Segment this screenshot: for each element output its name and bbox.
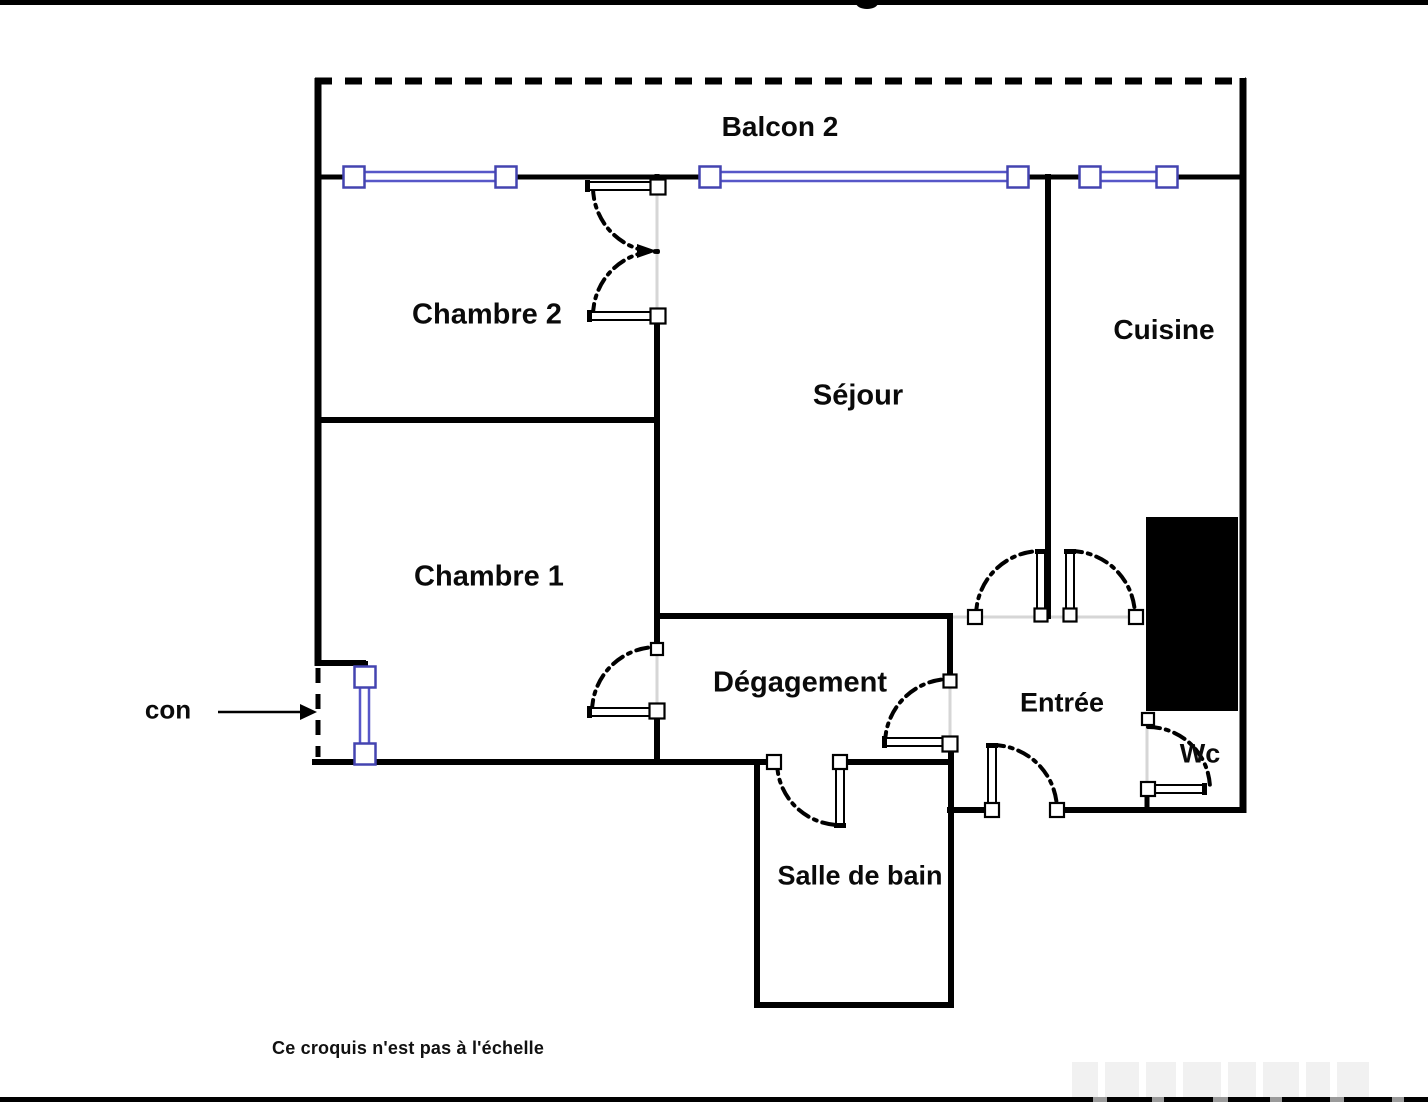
door-leaf-cap: [1064, 549, 1076, 554]
room-label-balcon-2: Balcon 2: [721, 111, 839, 142]
watermark-shape: [1105, 1062, 1139, 1097]
door-hinge-square: [1139, 780, 1157, 798]
door-swing-arc: [775, 760, 842, 827]
door-hinge-square: [1033, 607, 1049, 623]
window-handle-square: [353, 742, 377, 766]
window-handle-square: [698, 165, 722, 189]
watermark-shape: [1337, 1062, 1369, 1097]
window-handle-square: [1078, 165, 1102, 189]
window-handle-square: [1155, 165, 1179, 189]
watermark-shape: [1263, 1062, 1299, 1097]
door-hinge-square: [942, 673, 958, 689]
room-label-salle-de-bain: Salle de bain: [777, 860, 943, 891]
watermark-shape: [1306, 1062, 1330, 1097]
room-label-cuisine: Cuisine: [1113, 314, 1215, 345]
door-swing-arc: [974, 549, 1043, 618]
door-hinge-square: [1127, 608, 1145, 626]
not-to-scale-note: Ce croquis n'est pas à l'échelle: [272, 1038, 545, 1058]
bottom-black-bar: [0, 1097, 1428, 1102]
door-leaf-cap: [1202, 783, 1207, 795]
bar-notch: [1213, 1097, 1228, 1102]
door-hinge-square: [1062, 607, 1078, 623]
door-leaf-cap: [585, 180, 590, 192]
door-swing-arc: [883, 677, 952, 746]
closet-black-rect: [1146, 517, 1238, 711]
watermark-shape: [1183, 1062, 1221, 1097]
door-hinge-square: [983, 801, 1001, 819]
door-swing-arc: [990, 743, 1059, 812]
door-leaf-cap: [587, 706, 592, 718]
door-hinge-square: [649, 178, 667, 196]
window-handle-square: [342, 165, 366, 189]
door-arc-arrowhead: [637, 244, 657, 258]
watermark-shape: [1146, 1062, 1176, 1097]
door-swing-arc: [1146, 725, 1212, 791]
window-handle-square: [494, 165, 518, 189]
annotation-arrow-head: [300, 704, 317, 720]
bar-notch: [1270, 1097, 1282, 1102]
door-hinge-square: [941, 735, 959, 753]
room-label-entree: Entrée: [1019, 687, 1105, 718]
watermark-shape: [1228, 1062, 1256, 1097]
balcony1-annotation: con: [144, 694, 192, 725]
door-hinge-square: [765, 753, 783, 771]
bar-notch: [1392, 1097, 1404, 1102]
cut-off-watermark-artifact: [1072, 1062, 1422, 1097]
bar-notch: [1093, 1097, 1107, 1102]
bar-notch: [1152, 1097, 1164, 1102]
room-label-degagement: Dégagement: [712, 666, 888, 699]
door-hinge-square: [1140, 711, 1156, 727]
door-swing-arc: [1068, 549, 1137, 618]
door-leaf-cap: [882, 736, 887, 748]
room-label-chambre-1: Chambre 1: [414, 560, 564, 593]
watermark-shape: [1072, 1062, 1098, 1097]
door-hinge-square: [831, 753, 849, 771]
door-hinge-square: [966, 608, 984, 626]
window-handle-square: [353, 665, 377, 689]
door-hinge-square: [649, 641, 665, 657]
door-swing-arc: [590, 645, 659, 714]
room-label-sejour: Séjour: [812, 379, 904, 412]
door-hinge-square: [1048, 801, 1066, 819]
window-handle-square: [1006, 165, 1030, 189]
door-hinge-square: [649, 307, 667, 325]
bar-notch: [1330, 1097, 1344, 1102]
door-leaf-cap: [1035, 549, 1047, 554]
top-black-bar: [0, 0, 1428, 5]
door-leaf-cap: [834, 823, 846, 828]
door-leaf-cap: [587, 310, 592, 322]
door-leaf-cap: [986, 743, 998, 748]
room-label-chambre-2: Chambre 2: [412, 298, 562, 331]
door-hinge-square: [648, 702, 666, 720]
room-label-wc: Wc: [1179, 738, 1221, 769]
